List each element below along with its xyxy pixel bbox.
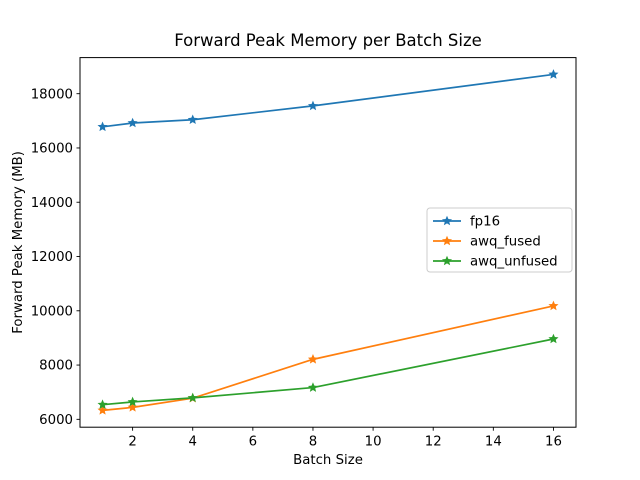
plot-border bbox=[79, 57, 577, 428]
data-point-marker-fp16 bbox=[307, 100, 319, 111]
series-line-fp16 bbox=[101, 73, 555, 128]
x-tick-label: 16 bbox=[545, 435, 562, 450]
legend-label-awq_fused: awq_fused bbox=[470, 235, 541, 250]
x-tick-label: 14 bbox=[485, 435, 502, 450]
y-tick-label: 18000 bbox=[31, 87, 73, 102]
series-line-awq_fused bbox=[101, 305, 555, 412]
x-tick-label: 8 bbox=[309, 435, 317, 450]
legend-sample-marker-awq_fused bbox=[441, 235, 453, 246]
data-point-marker-awq_fused bbox=[127, 402, 138, 412]
x-tick-label: 4 bbox=[188, 435, 196, 450]
y-tick-label: 16000 bbox=[31, 142, 73, 157]
data-point-marker-awq_unfused bbox=[307, 382, 319, 392]
y-tick-label: 14000 bbox=[31, 196, 73, 211]
data-point-marker-awq_unfused bbox=[97, 399, 108, 409]
legend-sample-marker-awq_unfused bbox=[441, 255, 453, 266]
x-tick-label: 12 bbox=[425, 435, 442, 450]
plot-area: 2 4 6 8 10 12 14 16 6000 8000 10000 12000 14000 16000… bbox=[31, 57, 577, 450]
data-point-marker-awq_fused bbox=[97, 405, 108, 415]
legend-label-awq_unfused: awq_unfused bbox=[470, 255, 558, 270]
data-point-marker-fp16 bbox=[127, 117, 138, 128]
x-tick-label: 10 bbox=[365, 435, 382, 450]
data-point-marker-fp16 bbox=[97, 121, 108, 132]
data-point-marker-fp16 bbox=[548, 69, 559, 79]
data-point-marker-awq_unfused bbox=[548, 333, 559, 344]
x-axis-label: Batch Size bbox=[293, 453, 363, 468]
data-point-marker-awq_fused bbox=[548, 300, 559, 311]
y-tick-label: 8000 bbox=[39, 359, 73, 374]
data-point-marker-fp16 bbox=[187, 114, 198, 125]
data-point-marker-awq_unfused bbox=[187, 392, 198, 403]
y-axis-label: Forward Peak Memory (MB) bbox=[11, 151, 26, 334]
y-tick-label: 12000 bbox=[31, 250, 73, 265]
legend-box bbox=[426, 207, 573, 273]
x-tick-label: 2 bbox=[128, 435, 136, 450]
data-point-marker-awq_unfused bbox=[127, 396, 138, 407]
legend-label-fp16: fp16 bbox=[470, 215, 500, 230]
series-line-awq_unfused bbox=[101, 338, 555, 406]
y-tick-label: 6000 bbox=[39, 413, 73, 428]
chart-title: Forward Peak Memory per Batch Size bbox=[174, 31, 482, 50]
data-point-marker-awq_fused bbox=[307, 354, 319, 364]
x-tick-label: 6 bbox=[249, 435, 257, 450]
y-tick-label: 10000 bbox=[31, 304, 73, 319]
legend-sample-marker-fp16 bbox=[441, 215, 453, 226]
